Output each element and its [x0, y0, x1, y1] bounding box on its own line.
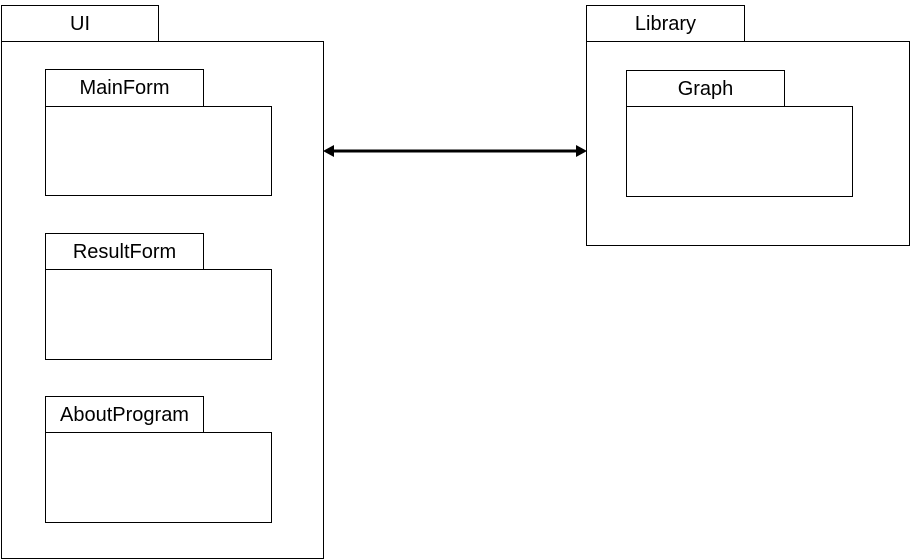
- about-program-tab: AboutProgram: [45, 396, 204, 433]
- library-package-tab: Library: [586, 5, 745, 42]
- result-form-body: [45, 269, 272, 360]
- main-form-tab: MainForm: [45, 69, 204, 107]
- ui-package-label: UI: [70, 12, 90, 35]
- about-program-body: [45, 432, 272, 523]
- ui-package-tab: UI: [1, 5, 159, 42]
- main-form-body: [45, 106, 272, 196]
- main-form-label: MainForm: [79, 77, 170, 99]
- library-package-label: Library: [634, 12, 697, 35]
- result-form-label: ResultForm: [72, 240, 177, 263]
- graph-tab: Graph: [626, 70, 785, 107]
- connector-arrowhead-left: [323, 145, 334, 157]
- graph-body: [626, 106, 853, 197]
- about-program-label: AboutProgram: [60, 403, 189, 426]
- connector-arrowhead-right: [576, 145, 587, 157]
- graph-label: Graph: [677, 77, 734, 100]
